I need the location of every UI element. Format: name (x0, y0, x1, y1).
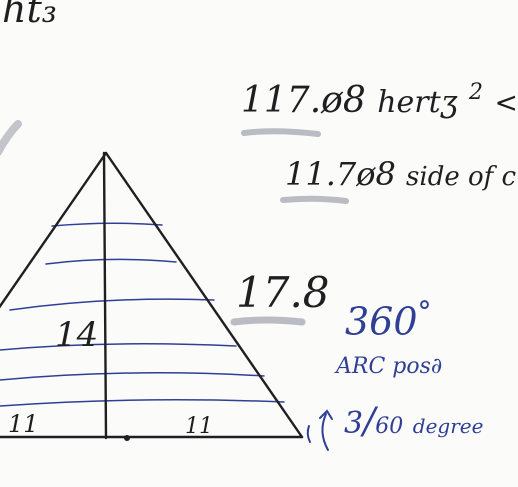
blue-line (9, 298, 215, 311)
blue-line (0, 343, 237, 351)
gray-highlight-mark (0, 120, 22, 156)
height-word: hertʒ (377, 85, 458, 120)
triangle-right-side (104, 151, 304, 439)
handwritten-notes-page: ht₃ 117.ø8 hertʒ 2 < 11.7ø8 side of c 14… (0, 0, 518, 451)
arc-note: ARC pos∂ (336, 354, 443, 379)
underline-value-2 (280, 195, 349, 204)
side-value: 11.7ø8 (285, 155, 396, 193)
arrow-head-icon (319, 409, 333, 420)
side-word: side of c (406, 162, 517, 192)
fraction-slash: / (363, 401, 376, 442)
fraction-note: 3/60 degree (344, 404, 483, 440)
top-fragment-text: ht₃ (2, 0, 57, 31)
blue-ruled-lines (0, 222, 285, 407)
blue-arc-arrow (321, 413, 329, 451)
fraction-unit: degree (412, 414, 484, 438)
height-value: 117.ø8 (241, 80, 366, 121)
blue-line (0, 372, 265, 381)
triangle-left-side (0, 151, 108, 309)
fraction-denominator: 60 (375, 414, 404, 439)
degree-mark: ° (417, 295, 432, 328)
drawing-layer (0, 120, 349, 451)
underline-value-1 (241, 128, 321, 137)
side-value-line: 11.7ø8 side of c (285, 158, 516, 190)
height-label: 14 (55, 315, 99, 355)
degrees-note: 360° (345, 298, 432, 341)
degrees-value: 360 (345, 299, 418, 344)
blue-line (51, 222, 163, 227)
blue-corner-tick (306, 425, 311, 443)
underline-side-label (230, 316, 306, 326)
triangle (0, 151, 304, 440)
blue-line (0, 399, 285, 407)
base-midpoint-dot (124, 435, 130, 441)
height-tail: < (494, 86, 518, 119)
height-exponent: 2 (469, 80, 484, 105)
left-base-label: 11 (8, 410, 39, 438)
height-value-line: 117.ø8 hertʒ 2 < (241, 82, 518, 119)
fraction-numerator: 3 (344, 406, 364, 441)
triangle-height-line (102, 151, 108, 440)
side-length-label: 17.8 (236, 268, 330, 317)
right-base-label: 11 (185, 414, 213, 439)
blue-line (45, 258, 177, 265)
